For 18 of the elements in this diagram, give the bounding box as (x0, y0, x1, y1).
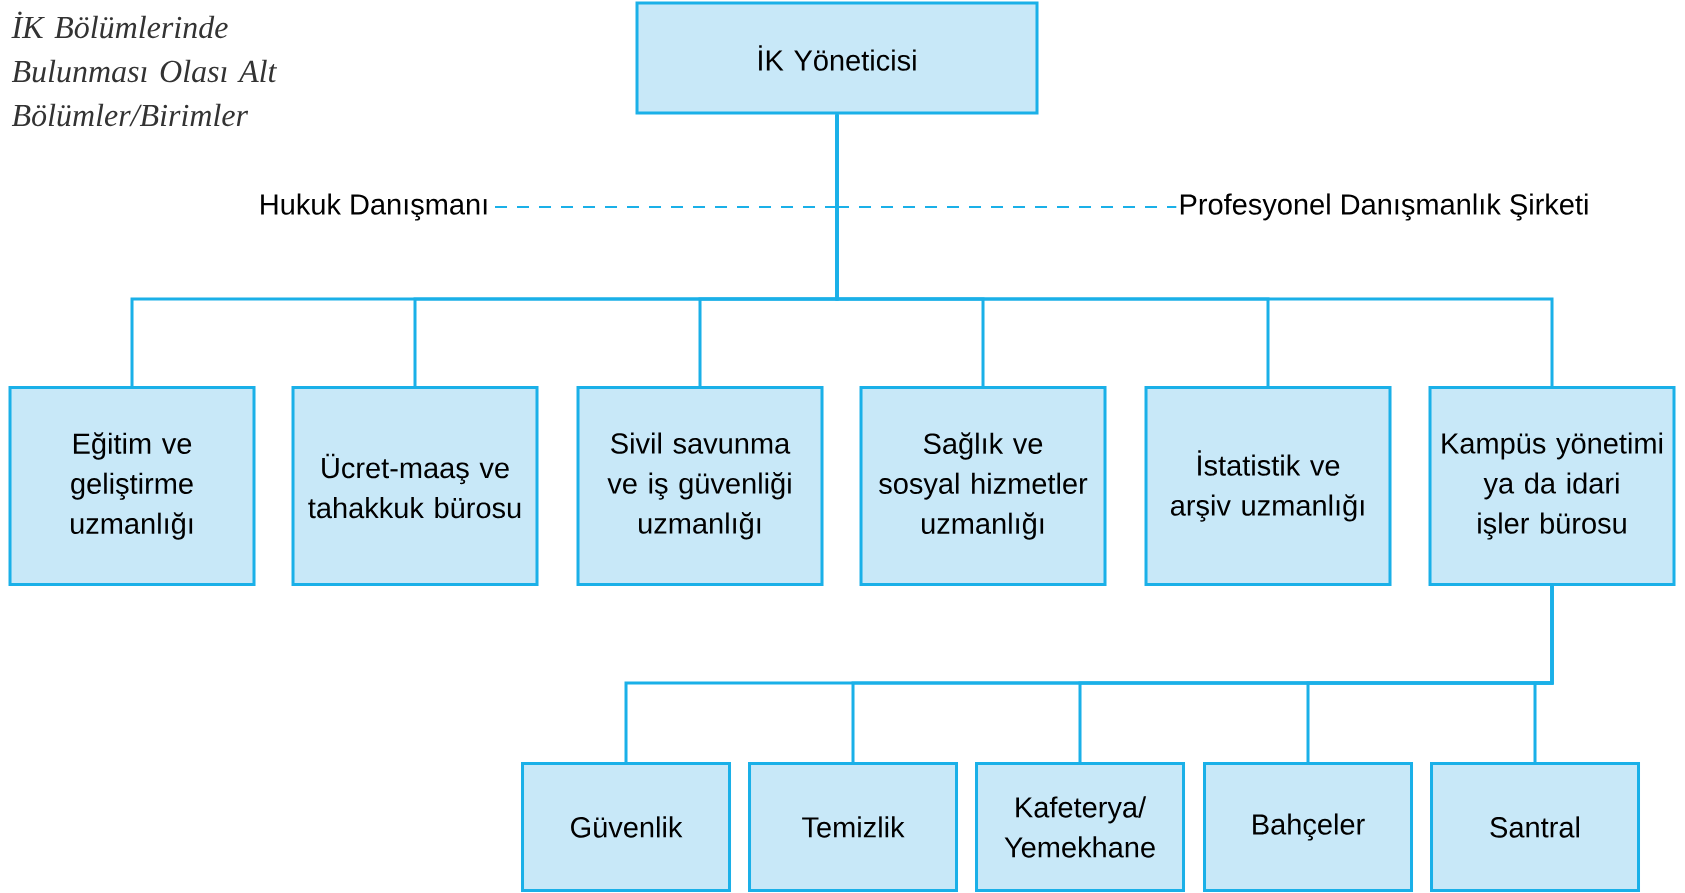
org-box: Santral (1430, 762, 1640, 892)
org-box: Sağlık ve sosyal hizmetler uzmanlığı (859, 386, 1107, 586)
org-box: Güvenlik (521, 762, 731, 892)
org-box: Bahçeler (1203, 762, 1413, 892)
connector (835, 114, 1554, 386)
org-box: Sivil savunma ve iş güvenliği uzmanlığı (576, 386, 824, 586)
connector (1533, 586, 1554, 762)
adviser-label: Profesyonel Danışmanlık Şirketi (1180, 193, 1588, 221)
title: İK Bölümlerinde Bulunması Olası Alt Bölümler/Birimler (11, 11, 278, 127)
org-box: Ücret-maaş ve tahakkuk bürosu (291, 386, 539, 586)
adviser-label: Hukuk Danışmanı (261, 193, 487, 221)
org-box: Kampüs yönetimi ya da idari işler bürosu (1428, 386, 1676, 586)
org-box: Kafeterya/ Yemekhane (975, 762, 1185, 892)
org-box: İK Yöneticisi (635, 1, 1039, 115)
org-box: Eğitim ve geliştirme uzmanlığı (8, 386, 256, 586)
org-box: İstatistik ve arşiv uzmanlığı (1144, 386, 1392, 586)
org-box: Temizlik (748, 762, 958, 892)
connector (837, 205, 1177, 209)
